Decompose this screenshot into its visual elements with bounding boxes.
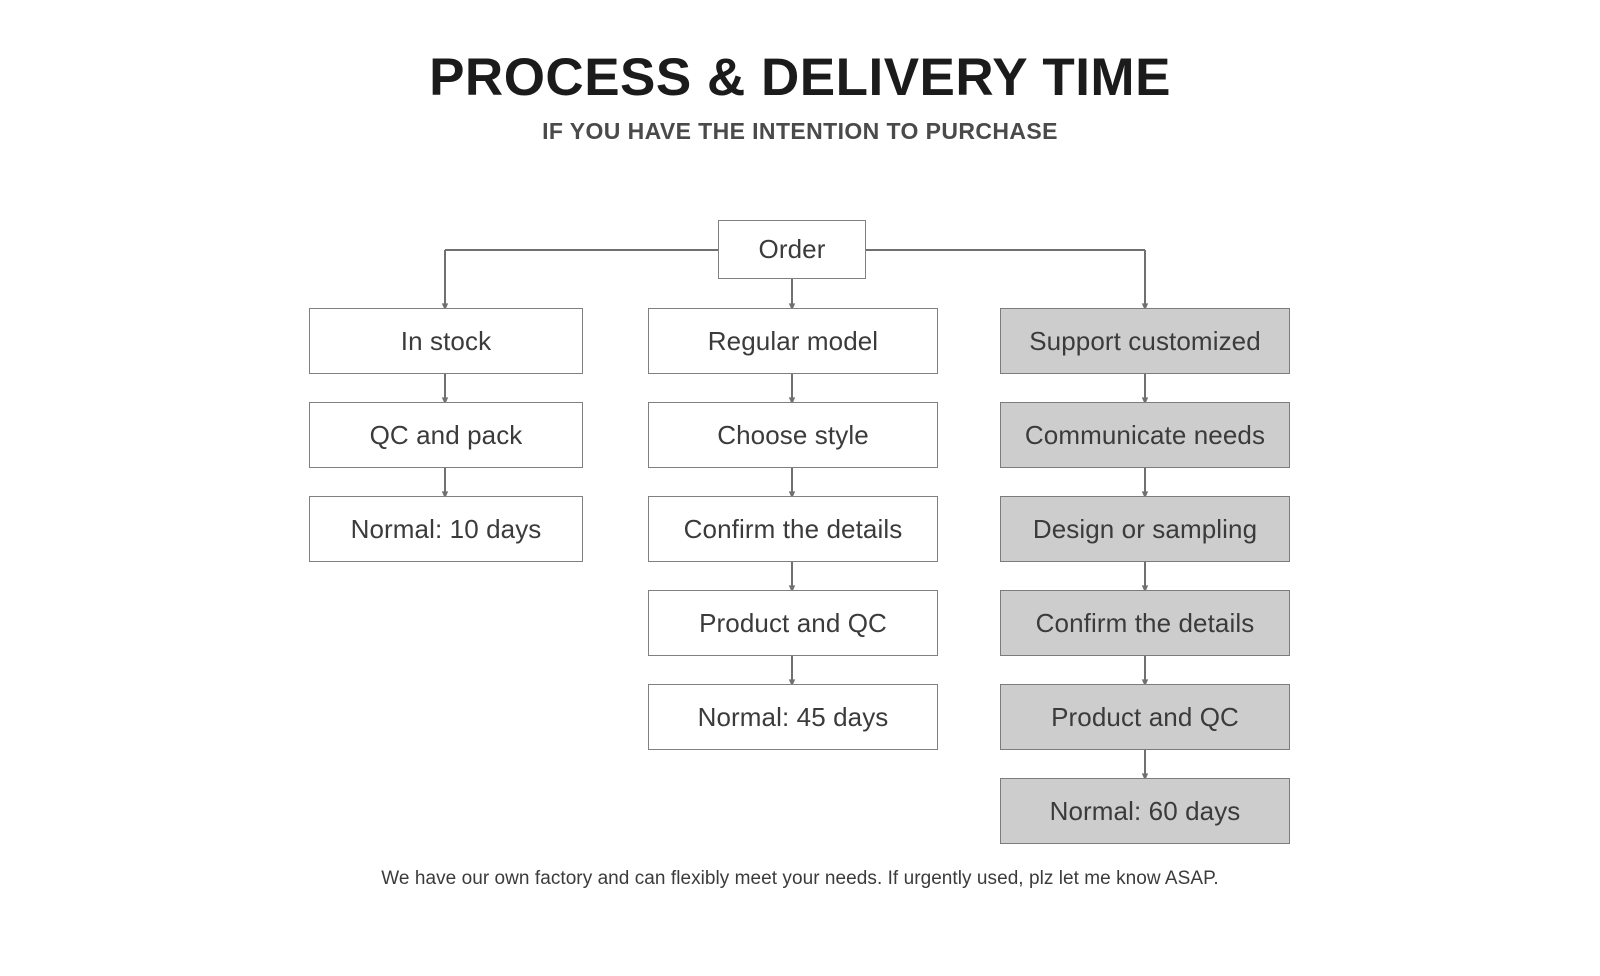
node-normal-60-days[interactable]: Normal: 60 days — [1000, 778, 1290, 844]
footer-note: We have our own factory and can flexibly… — [381, 868, 1219, 889]
node-normal-60-days-label: Normal: 60 days — [1049, 795, 1241, 826]
node-choose-style-label: Choose style — [717, 419, 869, 450]
node-qc-and-pack[interactable]: QC and pack — [309, 402, 583, 468]
node-design-or-sampling-label: Design or sampling — [1032, 513, 1258, 544]
node-confirm-the-details-label: Confirm the details — [683, 513, 903, 544]
page-title: PROCESS & DELIVERY TIME — [429, 48, 1171, 107]
node-product-and-qc-custom[interactable]: Product and QC — [1000, 684, 1290, 750]
node-order-label: Order — [758, 234, 826, 264]
node-support-customized[interactable]: Support customized — [1000, 308, 1290, 374]
node-confirm-the-details-custom-label: Confirm the details — [1035, 607, 1255, 638]
node-choose-style[interactable]: Choose style — [648, 402, 938, 468]
node-normal-45-days[interactable]: Normal: 45 days — [648, 684, 938, 750]
node-normal-10-days[interactable]: Normal: 10 days — [309, 496, 583, 562]
node-communicate-needs-label: Communicate needs — [1024, 419, 1266, 450]
node-confirm-the-details[interactable]: Confirm the details — [648, 496, 938, 562]
node-in-stock[interactable]: In stock — [309, 308, 583, 374]
node-support-customized-label: Support customized — [1029, 325, 1261, 356]
node-order[interactable]: Order — [718, 220, 866, 279]
page-subtitle: IF YOU HAVE THE INTENTION TO PURCHASE — [542, 118, 1058, 144]
node-normal-10-days-label: Normal: 10 days — [350, 513, 542, 544]
node-product-and-qc[interactable]: Product and QC — [648, 590, 938, 656]
node-product-and-qc-label: Product and QC — [699, 607, 887, 638]
node-design-or-sampling[interactable]: Design or sampling — [1000, 496, 1290, 562]
node-in-stock-label: In stock — [400, 325, 492, 356]
node-communicate-needs[interactable]: Communicate needs — [1000, 402, 1290, 468]
node-product-and-qc-custom-label: Product and QC — [1051, 701, 1239, 732]
node-regular-model[interactable]: Regular model — [648, 308, 938, 374]
node-qc-and-pack-label: QC and pack — [369, 419, 523, 450]
node-confirm-the-details-custom[interactable]: Confirm the details — [1000, 590, 1290, 656]
node-regular-model-label: Regular model — [707, 325, 879, 356]
node-normal-45-days-label: Normal: 45 days — [697, 701, 889, 732]
